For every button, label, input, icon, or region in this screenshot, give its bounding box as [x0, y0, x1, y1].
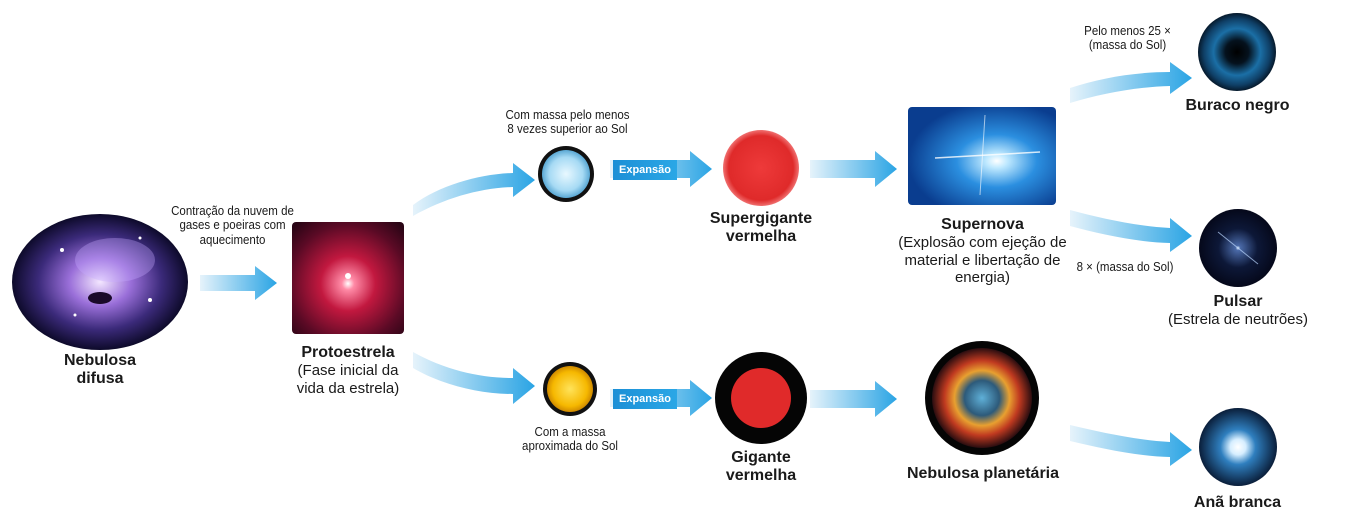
label-nebulosa-planetaria: Nebulosa planetária [906, 465, 1060, 482]
protoestrela-image [292, 222, 404, 334]
label-ana-branca: Anã branca [1193, 494, 1282, 511]
supernova-image [908, 107, 1056, 205]
supergigante-vermelha-image [723, 130, 799, 206]
note-massa-sol: Com a massa aproximada do Sol [522, 425, 618, 454]
sun-like-star-image [543, 362, 597, 416]
label-gigante-vermelha: Gigante vermelha [725, 449, 797, 485]
label-buraco-negro: Buraco negro [1185, 97, 1290, 114]
arrow-supernova-to-pulsar [1070, 210, 1192, 252]
pulsar-desc: (Estrela de neutrões) [1167, 311, 1309, 329]
buraco-negro-image [1198, 13, 1276, 91]
nebulosa-planetaria-image [925, 341, 1039, 455]
nebulosa-difusa-image [12, 214, 188, 350]
expansao-tag-top: Expansão [613, 160, 677, 180]
arrow-gigante-to-planetaria [810, 381, 897, 417]
label-protoestrela: Protoestrela (Fase inicial da vida da es… [282, 344, 414, 397]
label-supernova: Supernova (Explosão com ejeção de materi… [895, 216, 1070, 286]
arrow-nebula-to-proto [200, 266, 277, 300]
supernova-name: Supernova [941, 216, 1024, 233]
pulsar-image [1199, 209, 1277, 287]
note-contracao: Contração da nuvem de gases e poeiras co… [171, 204, 294, 247]
protoestrela-desc: (Fase inicial da vida da estrela) [296, 362, 400, 397]
expansao-tag-bottom: Expansão [613, 389, 677, 409]
note-oito: 8 × (massa do Sol) [1076, 260, 1174, 274]
gigante-vermelha-image [715, 352, 807, 444]
protoestrela-name: Protoestrela [301, 344, 395, 361]
pulsar-name: Pulsar [1213, 293, 1263, 310]
note-massa-alta: Com massa pelo menos 8 vezes superior ao… [505, 108, 630, 137]
arrow-supergigante-to-supernova [810, 151, 897, 187]
note-pelo-menos: Pelo menos 25 × (massa do Sol) [1084, 24, 1171, 53]
arrow-proto-to-top [413, 163, 535, 216]
label-pulsar: Pulsar (Estrela de neutrões) [1158, 293, 1318, 329]
arrow-planetaria-to-ana [1070, 425, 1192, 466]
arrow-proto-to-bottom [413, 352, 535, 404]
label-supergigante-vermelha: Supergigante vermelha [709, 210, 813, 246]
ana-branca-image [1199, 408, 1277, 486]
massive-star-image [538, 146, 594, 202]
supernova-desc: (Explosão com ejeção de material e liber… [898, 234, 1067, 286]
label-nebulosa-difusa: Nebulosa difusa [63, 352, 136, 388]
arrow-supernova-to-buraco [1070, 62, 1192, 103]
